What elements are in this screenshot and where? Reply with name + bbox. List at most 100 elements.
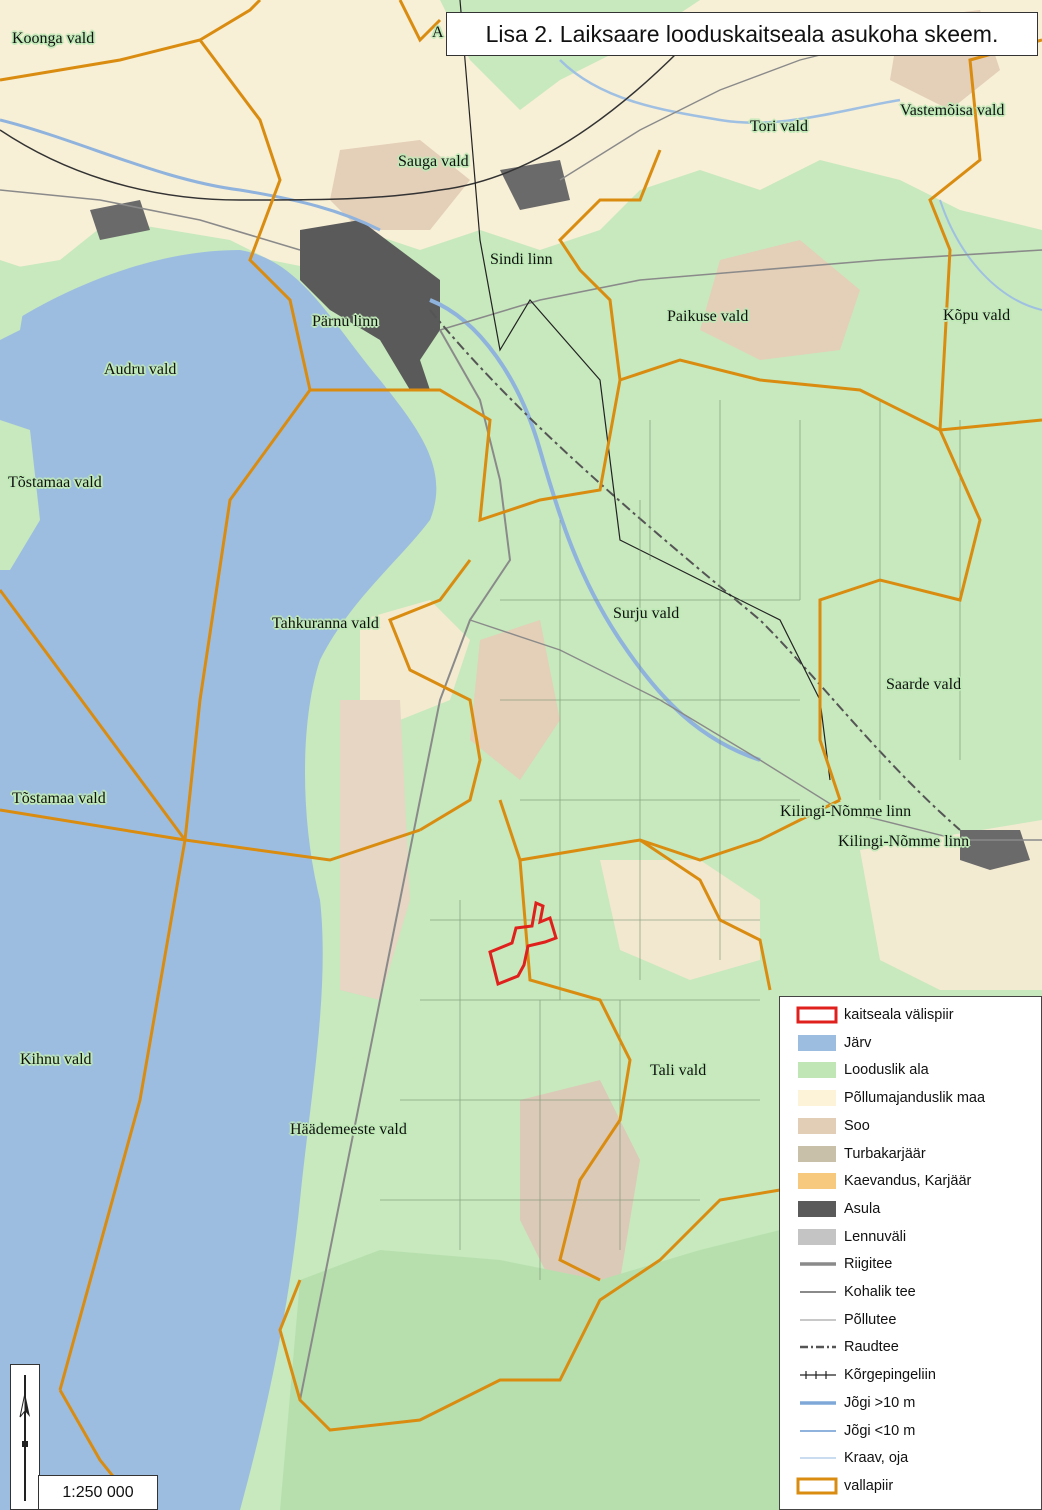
legend-label: Kaevandus, Karjäär — [844, 1173, 972, 1190]
bog-2 — [700, 240, 860, 360]
label-kilingi-2: Kilingi-Nõmme linn — [838, 833, 970, 850]
bog-coast — [340, 700, 410, 1000]
legend-symbol — [800, 1371, 836, 1380]
south-forest — [280, 1230, 780, 1510]
label-parnu: Pärnu linn — [312, 313, 379, 330]
label-saarde: Saarde vald — [886, 676, 962, 693]
settlement-west — [90, 200, 150, 240]
scale-label: 1:250 000 — [38, 1475, 158, 1510]
power-line — [459, 0, 831, 781]
legend-label: Kohalik tee — [844, 1284, 916, 1300]
legend-label: Kõrgepingeliin — [844, 1367, 936, 1384]
river-ne — [559, 59, 901, 124]
legend-item: Kraav, oja — [780, 1446, 1042, 1470]
legend-symbol — [798, 1117, 836, 1134]
label-tahkuranna: Tahkuranna vald — [272, 615, 379, 632]
sea — [0, 250, 437, 1510]
legend-label: Põllumajanduslik maa — [844, 1090, 986, 1107]
label-surju: Surju vald — [613, 605, 680, 622]
legend-label: kaitseala välispiir — [844, 1007, 954, 1023]
legend-label: Jõgi >10 m — [844, 1394, 916, 1411]
legend-item: Lennuväli — [780, 1225, 1042, 1249]
label-haademeeste: Häädemeeste vald — [290, 1121, 407, 1138]
legend-symbol — [798, 1200, 836, 1217]
legend-label: Turbakarjäär — [844, 1145, 926, 1162]
legend-item: Jõgi >10 m — [780, 1391, 1042, 1415]
agri-coast-1 — [360, 600, 470, 720]
legend-label: Kraav, oja — [844, 1450, 909, 1467]
legend-item: Asula — [780, 1197, 1042, 1221]
label-tali: Tali vald — [650, 1062, 707, 1079]
legend-symbol — [800, 1457, 836, 1459]
legend-label: vallapiir — [844, 1477, 894, 1494]
legend-item: Raudtee — [780, 1335, 1042, 1359]
legend-symbol — [800, 1319, 836, 1321]
legend-item: Kaevandus, Karjäär — [780, 1169, 1042, 1193]
legend-symbol — [798, 1145, 836, 1162]
label-sindi: Sindi linn — [490, 251, 553, 268]
legend-symbol — [798, 1062, 836, 1079]
railway-north — [0, 49, 681, 201]
legend-symbol — [800, 1429, 836, 1432]
legend-symbol — [796, 1477, 838, 1495]
label-top-fragment: A — [432, 24, 444, 41]
legend-item: kaitseala välispiir — [780, 1003, 1042, 1027]
legend-label: Riigitee — [844, 1256, 893, 1273]
west-shore-2 — [0, 420, 40, 570]
legend-symbol — [800, 1291, 836, 1293]
legend-label: Jõgi <10 m — [844, 1422, 916, 1439]
ditches — [380, 400, 961, 1280]
legend-item: Järv — [780, 1031, 1042, 1055]
west-shore — [0, 260, 30, 340]
north-arrow-icon — [19, 1375, 30, 1501]
label-kihnu: Kihnu vald — [20, 1051, 92, 1068]
reserve-outline — [488, 900, 558, 987]
railway — [429, 309, 961, 831]
legend-item: Riigitee — [780, 1252, 1042, 1276]
legend-item: Kohalik tee — [780, 1280, 1042, 1304]
legend-item: Looduslik ala — [780, 1058, 1042, 1082]
legend-label: Looduslik ala — [844, 1062, 929, 1079]
label-koonga: Koonga vald — [12, 30, 95, 47]
legend-symbol — [798, 1034, 836, 1051]
legend-item: vallapiir — [780, 1474, 1042, 1498]
label-tostamaa-2: Tõstamaa vald — [12, 790, 106, 807]
legend-item: Põllutee — [780, 1308, 1042, 1332]
legend-symbol — [800, 1401, 836, 1405]
bog-1 — [330, 140, 470, 230]
legend-label: Põllutee — [844, 1311, 897, 1328]
legend-symbol — [800, 1262, 836, 1267]
label-tori: Tori vald — [750, 118, 808, 135]
legend-item: Turbakarjäär — [780, 1142, 1042, 1166]
river-north — [0, 118, 381, 232]
label-tostamaa-1: Tõstamaa vald — [8, 474, 102, 491]
label-paikuse: Paikuse vald — [667, 308, 749, 325]
settlement-parnu — [300, 220, 440, 390]
north-arrow-box — [10, 1364, 40, 1510]
label-kopu: Kõpu vald — [943, 307, 1011, 324]
label-kilingi-1: Kilingi-Nõmme linn — [780, 803, 912, 820]
legend-symbol — [796, 1006, 838, 1024]
legend-label: Lennuväli — [844, 1228, 907, 1245]
legend-symbol — [800, 1346, 836, 1349]
legend-item: Kõrgepingeliin — [780, 1363, 1042, 1387]
label-sauga: Sauga vald — [398, 153, 469, 170]
label-vastemoisa: Vastemõisa vald — [900, 102, 1005, 119]
legend-label: Järv — [844, 1034, 872, 1051]
legend-label: Raudtee — [844, 1339, 899, 1356]
legend-item: Põllumajanduslik maa — [780, 1086, 1042, 1110]
map-title: Lisa 2. Laiksaare looduskaitseala asukoh… — [446, 12, 1038, 56]
settlement-sindi — [500, 160, 570, 210]
legend-symbol — [798, 1090, 836, 1107]
river-e — [939, 199, 1042, 311]
legend-label: Asula — [844, 1200, 881, 1217]
label-audru: Audru vald — [104, 361, 177, 378]
legend-item: Soo — [780, 1114, 1042, 1138]
legend-item: Jõgi <10 m — [780, 1419, 1042, 1443]
legend-symbol — [798, 1173, 836, 1190]
legend-symbol — [798, 1228, 836, 1245]
